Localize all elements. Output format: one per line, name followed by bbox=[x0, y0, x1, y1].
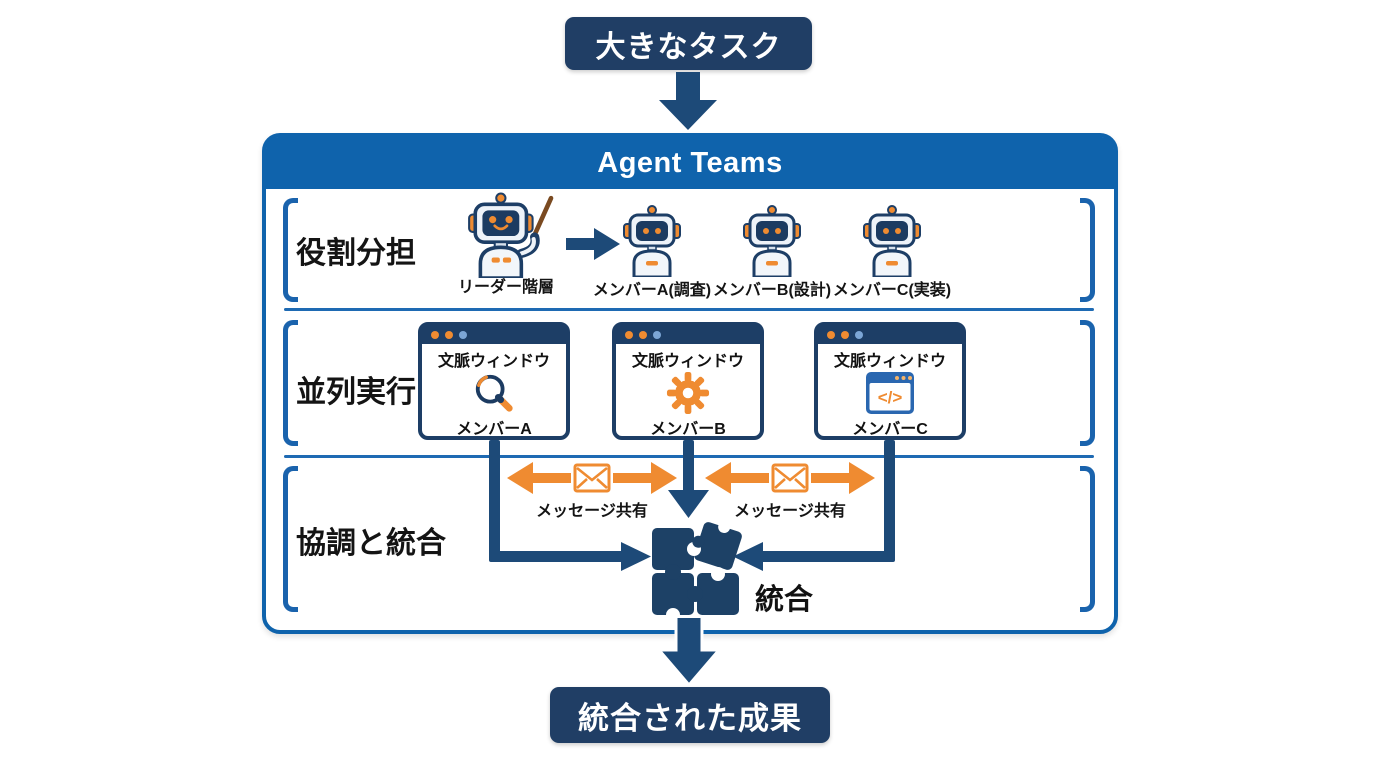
bracket-right-row3 bbox=[1080, 466, 1095, 612]
connector-a-horizontal bbox=[489, 551, 623, 562]
agent-teams-header: Agent Teams bbox=[266, 137, 1114, 189]
window-dot-icon bbox=[625, 331, 633, 339]
big-task-label: 大きなタスク bbox=[595, 30, 782, 64]
window-dot-icon bbox=[653, 331, 661, 339]
context-window-a: 文脈ウィンドウ メンバーA bbox=[418, 322, 570, 440]
context-window-c: 文脈ウィンドウ </> メンバーC bbox=[814, 322, 966, 440]
down-arrow-icon bbox=[657, 615, 721, 687]
member-a-robot-icon bbox=[623, 205, 681, 277]
integration-label: 統合 bbox=[755, 584, 814, 616]
envelope-icon bbox=[771, 463, 809, 493]
leader-label: リーダー階層 bbox=[457, 279, 555, 296]
down-arrow-icon bbox=[659, 72, 717, 130]
result-label: 統合された成果 bbox=[578, 700, 802, 736]
section-label-parallel: 並列実行 bbox=[296, 376, 416, 409]
member-a-label: メンバーA(調査) bbox=[592, 282, 712, 299]
window-b-title: 文脈ウィンドウ bbox=[631, 353, 744, 370]
member-b-label: メンバーB(設計) bbox=[712, 282, 832, 299]
window-dot-icon bbox=[841, 331, 849, 339]
leader-robot-icon bbox=[468, 192, 554, 278]
big-task-box: 大きなタスク bbox=[565, 17, 812, 70]
code-glyph: </> bbox=[878, 388, 903, 407]
window-b-titlebar bbox=[616, 326, 760, 344]
window-dot-icon bbox=[431, 331, 439, 339]
window-b-member-label: メンバーB bbox=[650, 421, 726, 438]
message-arrow-right-group bbox=[705, 462, 875, 494]
agent-teams-title: Agent Teams bbox=[597, 146, 783, 179]
section-label-coordination: 協調と統合 bbox=[296, 527, 446, 560]
window-dot-icon bbox=[855, 331, 863, 339]
right-arrow-icon bbox=[566, 228, 620, 260]
member-c-robot-icon bbox=[863, 205, 921, 277]
window-a-title: 文脈ウィンドウ bbox=[437, 353, 550, 370]
bracket-left-row2 bbox=[283, 320, 298, 446]
window-c-member-label: メンバーC bbox=[852, 421, 928, 438]
window-dot-icon bbox=[827, 331, 835, 339]
message-share-label-2: メッセージ共有 bbox=[734, 503, 846, 520]
bracket-right-row2 bbox=[1080, 320, 1095, 446]
window-c-title: 文脈ウィンドウ bbox=[833, 353, 946, 370]
bracket-left-row1 bbox=[283, 198, 298, 302]
bracket-right-row1 bbox=[1080, 198, 1095, 302]
gear-icon bbox=[666, 371, 710, 415]
connector-c-horizontal bbox=[761, 551, 895, 562]
window-dot-icon bbox=[459, 331, 467, 339]
window-a-member-label: メンバーA bbox=[456, 421, 532, 438]
bracket-left-row3 bbox=[283, 466, 298, 612]
window-dot-icon bbox=[639, 331, 647, 339]
connector-a-vertical bbox=[489, 440, 500, 557]
window-c-titlebar bbox=[818, 326, 962, 344]
connector-b-vertical bbox=[683, 440, 694, 492]
message-arrow-left-group bbox=[507, 462, 677, 494]
window-a-titlebar bbox=[422, 326, 566, 344]
context-window-b: 文脈ウィンドウ メンバーB bbox=[612, 322, 764, 440]
message-share-label-1: メッセージ共有 bbox=[536, 503, 648, 520]
puzzle-icon bbox=[652, 520, 742, 619]
magnifier-icon bbox=[475, 374, 513, 412]
member-b-robot-icon bbox=[743, 205, 801, 277]
code-window-icon: </> bbox=[866, 372, 914, 414]
connector-c-vertical bbox=[884, 440, 895, 557]
member-c-label: メンバーC(実装) bbox=[832, 282, 952, 299]
section-label-roles: 役割分担 bbox=[296, 237, 416, 270]
envelope-icon bbox=[573, 463, 611, 493]
window-dot-icon bbox=[445, 331, 453, 339]
result-box: 統合された成果 bbox=[550, 687, 830, 743]
divider-row1-row2 bbox=[284, 308, 1094, 311]
